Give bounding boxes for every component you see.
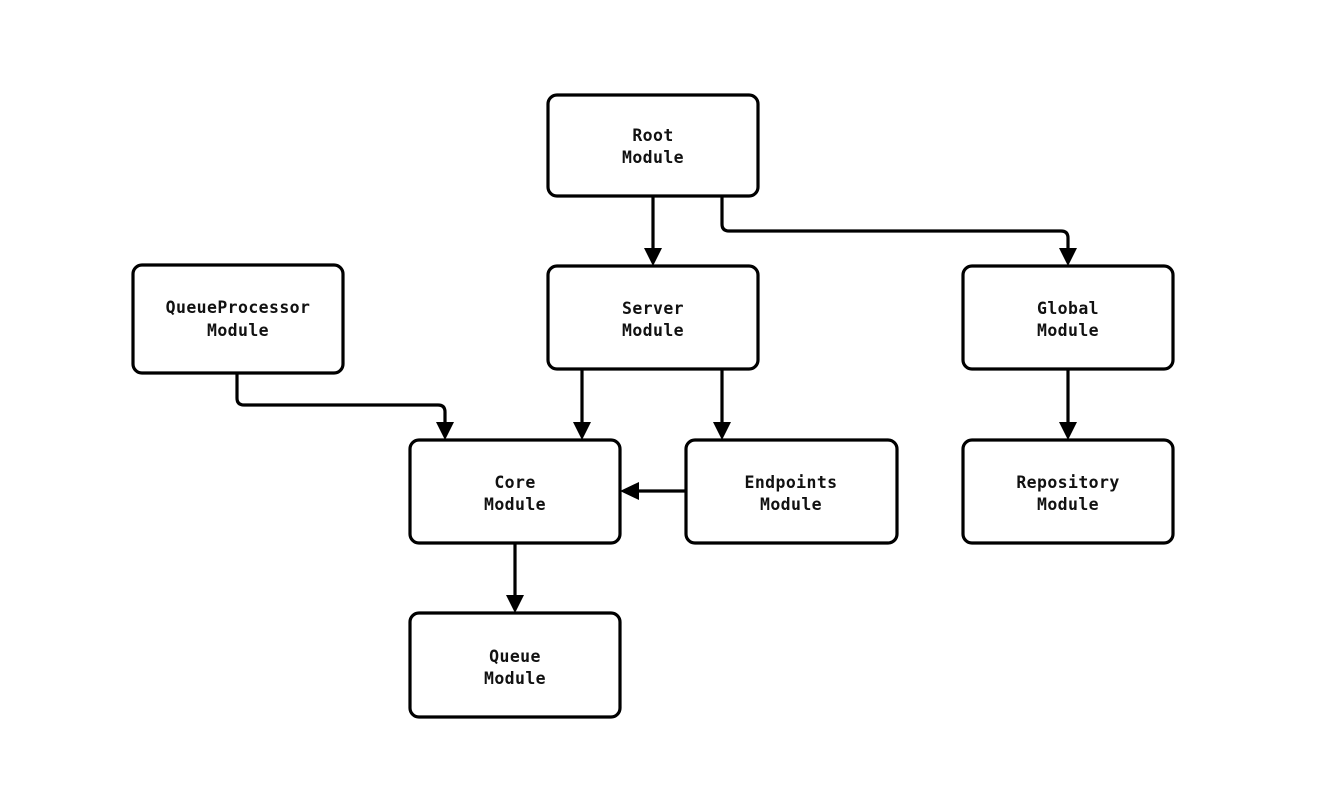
node-repository-module[interactable]: Repository Module — [961, 438, 1175, 545]
node-layer: Root Module QueueProcessor Module Server… — [131, 93, 1175, 719]
node-label-line1: Server — [622, 299, 684, 318]
node-label-line2: Module — [622, 321, 684, 340]
node-label-line2: Module — [484, 669, 546, 688]
node-label-line1: Endpoints — [744, 473, 837, 492]
arrow-head-icon — [506, 595, 524, 613]
node-label-line2: Module — [622, 148, 684, 167]
node-label-line1: QueueProcessor — [166, 298, 311, 317]
arrow-head-icon — [1059, 422, 1077, 440]
node-box — [546, 264, 760, 371]
edge-root-server[interactable] — [644, 196, 662, 266]
edge-queueprocessor-core[interactable] — [235, 373, 454, 440]
arrow-head-icon — [436, 422, 454, 440]
node-box — [546, 93, 760, 198]
node-label-line2: Module — [207, 321, 269, 340]
arrow-head-icon — [573, 422, 591, 440]
node-label-line1: Queue — [489, 647, 541, 666]
node-label-line1: Root — [632, 126, 673, 145]
edge-core-queue[interactable] — [506, 543, 524, 613]
node-queue-module[interactable]: Queue Module — [408, 611, 622, 719]
node-label-line2: Module — [484, 495, 546, 514]
node-endpoints-module[interactable]: Endpoints Module — [684, 438, 899, 545]
arrow-head-icon — [644, 248, 662, 266]
arrow-head-icon — [1059, 248, 1077, 266]
node-label-line2: Module — [1037, 321, 1099, 340]
edge-line — [720, 196, 1070, 252]
node-label-line2: Module — [760, 495, 822, 514]
node-label-line2: Module — [1037, 495, 1099, 514]
node-box — [684, 438, 899, 545]
edge-server-core[interactable] — [573, 369, 591, 440]
edge-server-endpoints[interactable] — [713, 369, 731, 440]
arrow-head-icon — [713, 422, 731, 440]
node-box — [961, 438, 1175, 545]
node-box — [408, 438, 622, 545]
edge-endpoints-core[interactable] — [620, 482, 686, 500]
node-queueprocessor-module[interactable]: QueueProcessor Module — [131, 263, 345, 375]
edge-global-repository[interactable] — [1059, 369, 1077, 440]
arrow-head-icon — [620, 482, 639, 500]
node-box — [131, 263, 345, 375]
node-global-module[interactable]: Global Module — [961, 264, 1175, 371]
node-server-module[interactable]: Server Module — [546, 264, 760, 371]
node-label-line1: Repository — [1016, 473, 1119, 492]
node-core-module[interactable]: Core Module — [408, 438, 622, 545]
node-label-line1: Core — [494, 473, 535, 492]
node-label-line1: Global — [1037, 299, 1099, 318]
node-box — [408, 611, 622, 719]
node-box — [961, 264, 1175, 371]
edge-line — [235, 373, 447, 426]
edge-layer — [235, 196, 1077, 613]
edge-root-global[interactable] — [720, 196, 1077, 266]
node-root-module[interactable]: Root Module — [546, 93, 760, 198]
